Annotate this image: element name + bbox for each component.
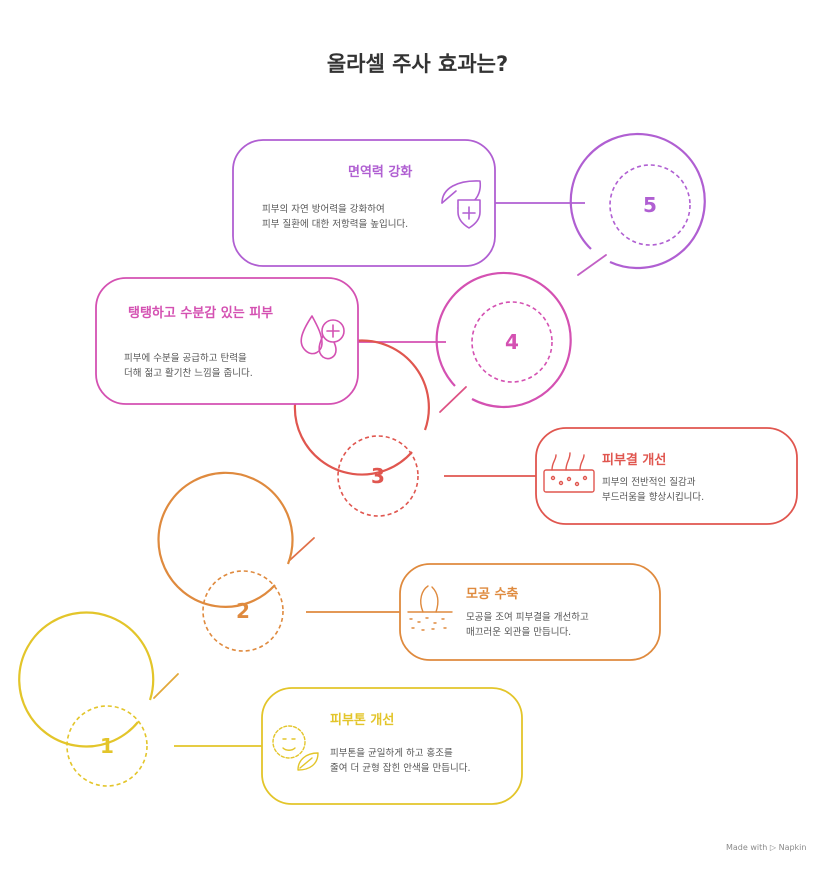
step-3-card xyxy=(535,427,798,525)
step-2-desc-line-2: 매끄러운 외관을 만듭니다. xyxy=(466,627,572,638)
step-3-desc-line-2: 부드러움을 향상시킵니다. xyxy=(602,492,705,503)
watermark-brand: Napkin xyxy=(778,843,807,852)
step-5-title: 면역력 강화 xyxy=(348,165,413,180)
step-2-outer-ring xyxy=(157,471,294,608)
face-leaf-icon xyxy=(272,725,319,771)
watermark-made-with: Made with xyxy=(726,843,768,852)
step-2-desc-line-1: 모공을 조여 피부결을 개선하고 xyxy=(466,612,589,623)
step-2-title: 모공 수축 xyxy=(466,587,519,602)
step-1-number: 1 xyxy=(100,734,114,758)
step-4-desc-line-2: 더해 젊고 활기찬 느낌을 줍니다. xyxy=(124,368,253,379)
step-5-outer-ring xyxy=(569,132,706,270)
step-4-title: 탱탱하고 수분감 있는 피부 xyxy=(128,306,274,321)
step-1-title: 피부톤 개선 xyxy=(330,713,395,728)
step-4-outer-ring xyxy=(435,271,572,409)
step-5-number: 5 xyxy=(643,193,657,217)
napkin-watermark: Made with ▷ Napkin xyxy=(726,843,806,852)
step-2-card xyxy=(399,563,661,661)
step-5-desc-line-2: 피부 질환에 대한 저항력을 높입니다. xyxy=(262,219,409,230)
step-1-desc-line-2: 줄여 더 균형 잡힌 안색을 만듭니다. xyxy=(330,763,471,774)
napkin-logo-icon: ▷ xyxy=(769,843,777,852)
step-4-desc-line-1: 피부에 수분을 공급하고 탄력을 xyxy=(124,353,247,364)
step-5-desc-line-1: 피부의 자연 방어력을 강화하여 xyxy=(262,204,385,215)
step-4-number: 4 xyxy=(505,330,519,354)
connector-3-2 xyxy=(289,537,315,561)
step-3-number: 3 xyxy=(371,464,385,488)
step-5-inner-ring xyxy=(609,164,691,246)
step-1-outer-ring xyxy=(18,611,155,748)
step-3-inner-ring xyxy=(337,435,419,517)
connector-2-1 xyxy=(153,673,179,699)
step-1-card xyxy=(261,687,523,805)
step-4-card xyxy=(95,277,359,405)
step-5-card xyxy=(232,139,496,267)
pore-hair-icon xyxy=(407,585,453,631)
connector-5-4 xyxy=(577,254,607,276)
step-1-inner-ring xyxy=(66,705,148,787)
leaf-shield-icon xyxy=(441,180,482,229)
step-2-number: 2 xyxy=(236,599,250,623)
step-2-inner-ring xyxy=(202,570,284,652)
step-4-inner-ring xyxy=(471,301,553,383)
connector-4-3 xyxy=(439,386,467,413)
step-3-desc-line-1: 피부의 전반적인 질감과 xyxy=(602,477,696,488)
page-title: 올라셀 주사 효과는? xyxy=(326,52,509,76)
water-drop-plus-icon xyxy=(300,315,345,360)
skin-texture-icon xyxy=(543,452,595,493)
step-3-title: 피부결 개선 xyxy=(602,453,667,468)
step-1-desc-line-1: 피부톤을 균일하게 하고 홍조를 xyxy=(330,748,453,759)
